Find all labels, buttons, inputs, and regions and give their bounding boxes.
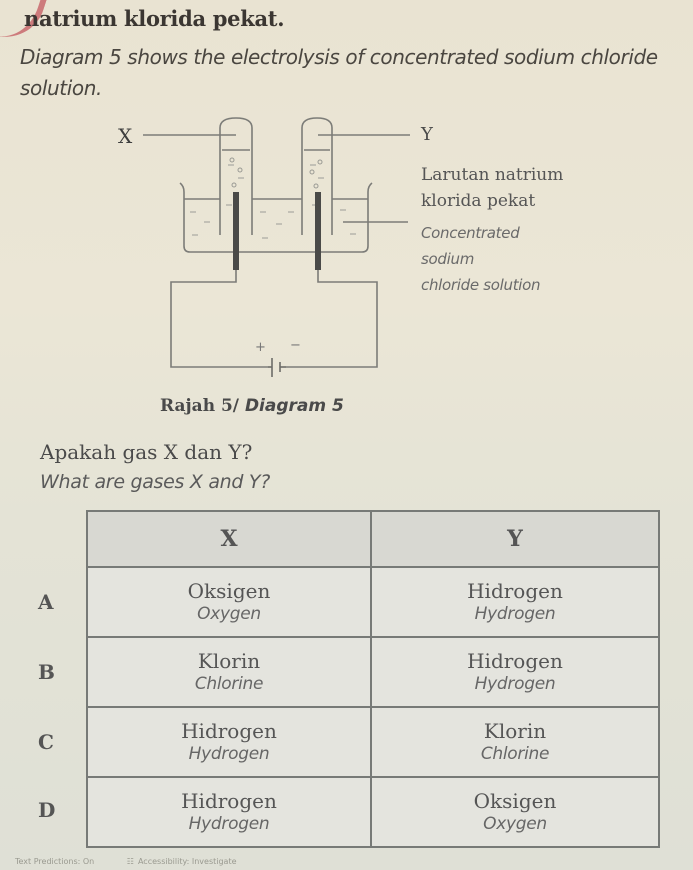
solution-label-en: Concentrated sodium chloride solution — [421, 220, 541, 298]
question-en: What are gases X and Y? — [40, 471, 271, 493]
option-letter-c[interactable]: C — [38, 730, 54, 754]
solution-label-ms-line2: klorida pekat — [421, 191, 536, 211]
cell-text-en: Oxygen — [483, 814, 547, 834]
battery-minus-sign: − — [290, 338, 301, 353]
table-row-a[interactable]: Oksigen Oxygen Hidrogen Hydrogen — [86, 566, 660, 638]
cell-text-ms: Hidrogen — [467, 579, 563, 603]
answer-table: X Y Oksigen Oxygen Hidrogen Hydrogen Klo… — [86, 510, 660, 848]
cell-text-ms: Oksigen — [187, 579, 271, 603]
cell-d-x: Hidrogen Hydrogen — [86, 776, 372, 848]
cell-text-en: Hydrogen — [474, 674, 556, 694]
solution-label-ms-line1: Larutan natrium — [421, 165, 564, 185]
cell-d-y: Oksigen Oxygen — [370, 776, 660, 848]
electrolysis-diagram — [143, 117, 410, 377]
option-letter-d[interactable]: D — [38, 798, 56, 822]
cell-text-ms: Klorin — [483, 719, 547, 743]
accessibility-label: Accessibility: Investigate — [137, 857, 237, 866]
solution-label-en-line1: Concentrated — [421, 224, 520, 242]
status-bar: Text Predictions: On ☷Accessibility: Inv… — [15, 857, 297, 866]
solution-label-en-line2: sodium — [421, 250, 474, 268]
table-row-b[interactable]: Klorin Chlorine Hidrogen Hydrogen — [86, 636, 660, 708]
table-header-row: X Y — [86, 510, 660, 568]
cell-text-en: Hydrogen — [474, 604, 556, 624]
cell-text-ms: Hidrogen — [467, 649, 563, 673]
header-x: X — [86, 510, 372, 568]
table-row-c[interactable]: Hidrogen Hydrogen Klorin Chlorine — [86, 706, 660, 778]
caption-ms: Rajah 5/ — [160, 396, 240, 416]
diagram-caption: Rajah 5/ Diagram 5 — [160, 396, 344, 416]
cell-text-en: Hydrogen — [188, 814, 270, 834]
cell-text-en: Oxygen — [197, 604, 261, 624]
cell-text-en: Hydrogen — [188, 744, 270, 764]
cell-b-y: Hidrogen Hydrogen — [370, 636, 660, 708]
cell-c-x: Hidrogen Hydrogen — [86, 706, 372, 778]
cell-b-x: Klorin Chlorine — [86, 636, 372, 708]
cell-text-ms: Oksigen — [473, 789, 557, 813]
cell-text-en: Chlorine — [194, 674, 264, 694]
caption-en: Diagram 5 — [244, 396, 344, 416]
header-y: Y — [370, 510, 660, 568]
cell-c-y: Klorin Chlorine — [370, 706, 660, 778]
text-predictions-status[interactable]: Text Predictions: On — [15, 857, 95, 866]
solution-label-en-line3: chloride solution — [421, 276, 541, 294]
solution-label-ms: Larutan natrium klorida pekat — [421, 162, 563, 214]
cell-a-y: Hidrogen Hydrogen — [370, 566, 660, 638]
cell-a-x: Oksigen Oxygen — [86, 566, 372, 638]
question-ms: Apakah gas X dan Y? — [40, 440, 253, 464]
cell-text-en: Chlorine — [480, 744, 550, 764]
cell-text-ms: Hidrogen — [181, 789, 277, 813]
option-letter-a[interactable]: A — [38, 590, 54, 614]
gas-x-label: X — [118, 124, 133, 148]
option-letter-b[interactable]: B — [38, 660, 55, 684]
gas-y-label: Y — [421, 124, 433, 145]
accessibility-icon: ☷ — [126, 857, 134, 866]
continued-line: natrium klorida pekat. — [24, 6, 285, 31]
cell-text-ms: Hidrogen — [181, 719, 277, 743]
cell-text-ms: Klorin — [197, 649, 261, 673]
table-row-d[interactable]: Hidrogen Hydrogen Oksigen Oxygen — [86, 776, 660, 848]
battery-plus-sign: + — [255, 340, 266, 355]
intro-text-en: Diagram 5 shows the electrolysis of conc… — [20, 45, 658, 100]
accessibility-status[interactable]: ☷Accessibility: Investigate — [127, 857, 267, 866]
